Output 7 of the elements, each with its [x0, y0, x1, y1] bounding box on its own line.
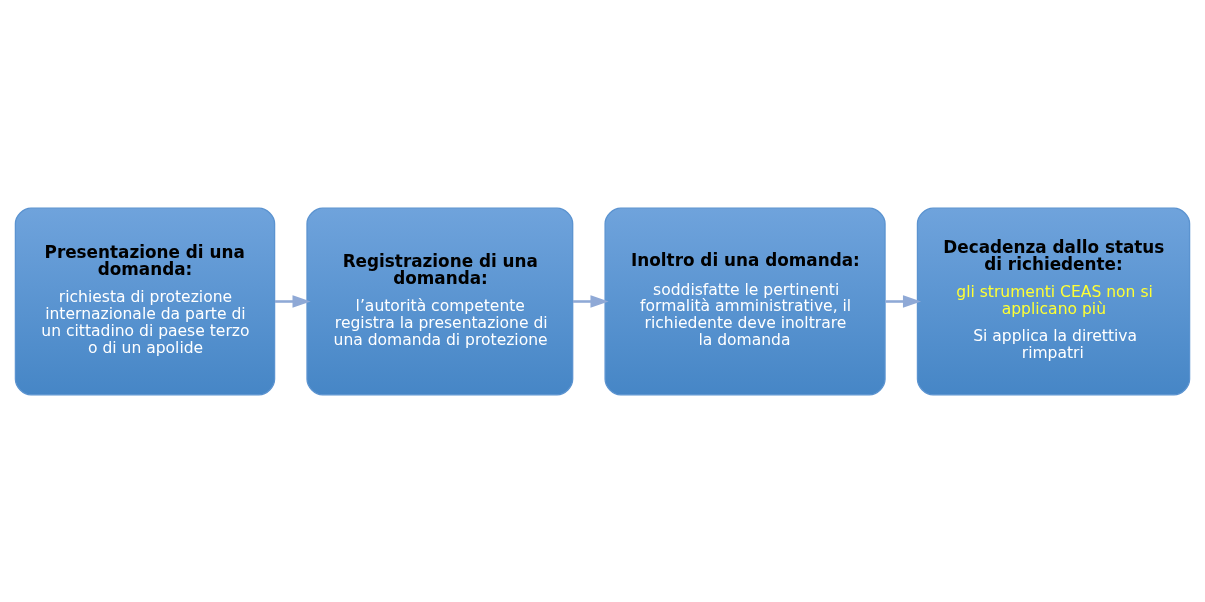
node-box: Inoltro di una domanda: soddisfatte le pertinenti formalità amministrative, il richiedente deve inoltrare la domanda: [604, 207, 886, 395]
arrow: [274, 294, 311, 308]
node-box: Decadenza dallo status di richiedente: gli strumenti CEAS non si applicano più Si applica la direttiva rimpatri: [916, 207, 1191, 395]
node-box: Presentazione di una domanda: richiesta di protezione internazionale da parte di un cittadino di paese terzo o di un apolide: [14, 207, 276, 395]
arrow: [885, 294, 922, 308]
node-box: Registrazione di una domanda: l’autorità competente registra la presentazione di una domanda di protezione: [306, 207, 574, 395]
arrow: [573, 294, 609, 308]
